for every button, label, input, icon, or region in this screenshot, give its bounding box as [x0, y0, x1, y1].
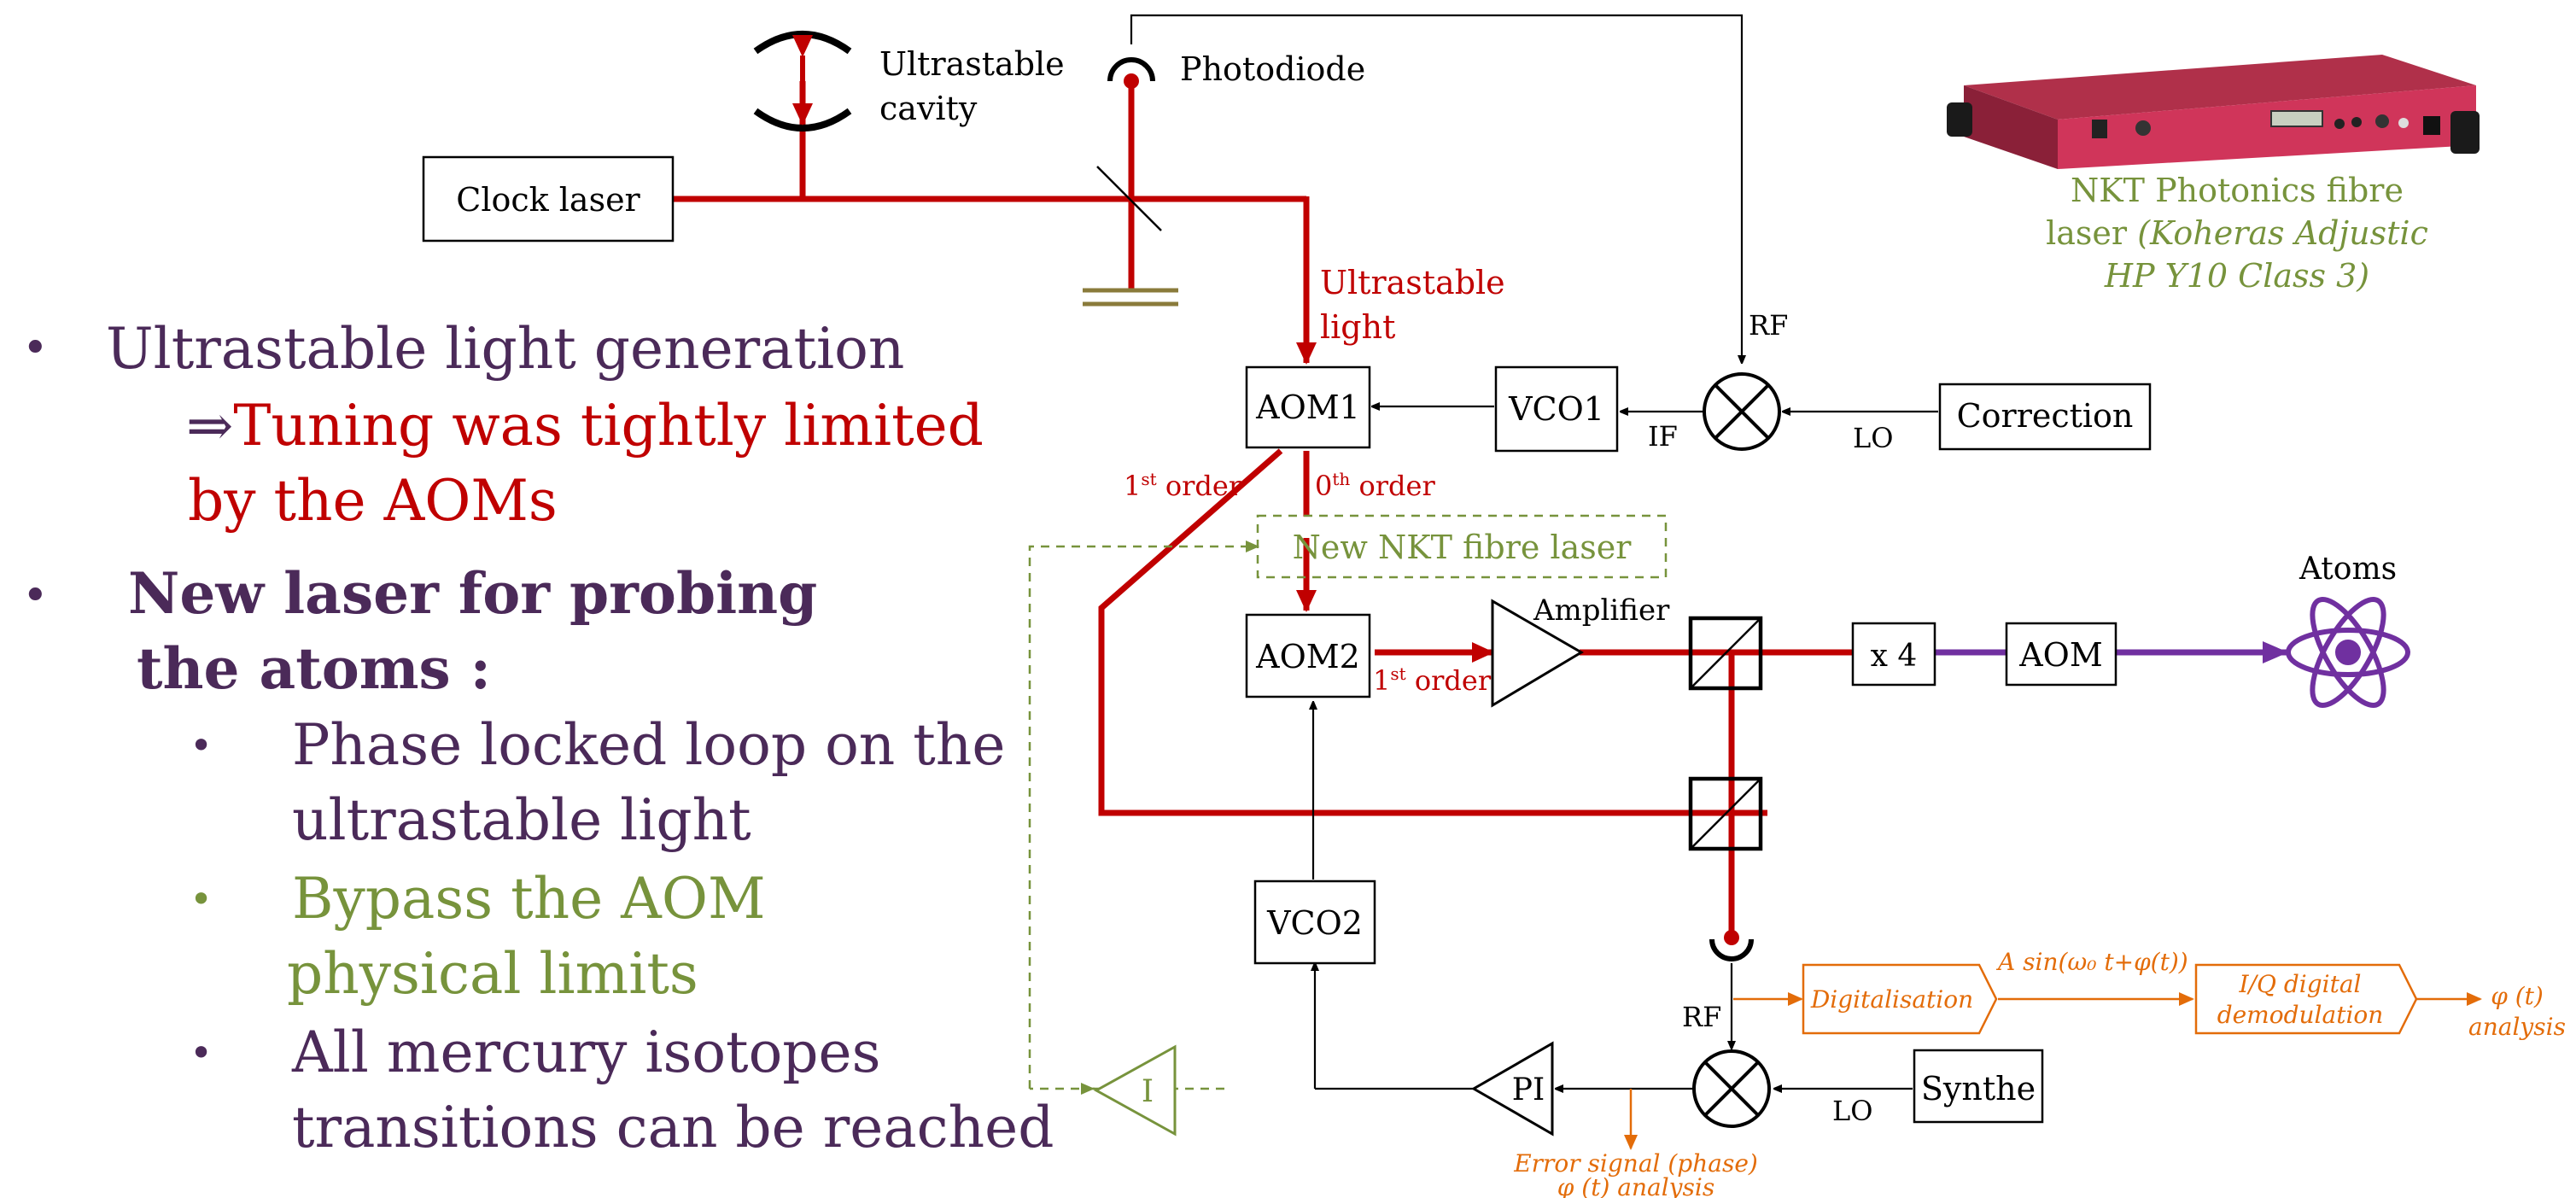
- new-nkt-label: New NKT fibre laser: [1293, 529, 1633, 566]
- bullet-ultrastable-generation: Ultrastable light generation: [106, 316, 905, 382]
- digitalisation-label: Digitalisation: [1810, 985, 1973, 1014]
- iq-label-1: I/Q digital: [2238, 970, 2361, 998]
- clock-laser-label: Clock laser: [456, 181, 640, 219]
- amplifier-icon: [1491, 599, 1584, 708]
- photodiode-label: Photodiode: [1180, 50, 1365, 88]
- subbullet-phase-locked-1: Phase locked loop on the: [292, 712, 1006, 778]
- subbullet-bypass-1: Bypass the AOM: [292, 866, 766, 932]
- phi-analysis-2: analysis: [2468, 1013, 2566, 1041]
- cavity-label-2: cavity: [879, 90, 978, 127]
- new-nkt-laser-box: [1256, 514, 1668, 579]
- clock-laser-box: [422, 155, 675, 243]
- aom2-label: AOM2: [1255, 638, 1360, 675]
- if-label: IF: [1648, 420, 1678, 453]
- subbullet-bypass-2: physical limits: [287, 941, 698, 1007]
- correction-box: [1938, 383, 2152, 451]
- beam-splitter-cube-2: [1688, 776, 1763, 851]
- subbullet-mercury-2: transitions can be reached: [292, 1095, 1054, 1160]
- product-caption-1: NKT Photonics fibre: [2071, 172, 2404, 209]
- aom2-box: [1245, 613, 1371, 698]
- bullet-by-aoms: by the AOMs: [188, 468, 558, 534]
- ultrastable-cavity: [753, 31, 852, 131]
- subbullet-dot-1: •: [190, 722, 213, 768]
- bullet-tuning-limited: ⇒Tuning was tightly limited: [186, 393, 984, 459]
- ultrastable-light-label-1: Ultrastable: [1320, 264, 1505, 301]
- cavity-label-1: Ultrastable: [879, 45, 1065, 83]
- vco1-label: VCO1: [1508, 390, 1604, 428]
- bullet-dot-1: •: [22, 323, 49, 374]
- photodiode-top-icon: [1107, 57, 1155, 89]
- orange-signal-lines: [1624, 992, 2482, 1150]
- mixer-top-icon: [1703, 372, 1781, 451]
- digitalisation-box: [1802, 963, 1998, 1035]
- aom1-box: [1245, 365, 1371, 449]
- aom-box: [2005, 622, 2117, 687]
- lo-top-label: LO: [1853, 422, 1893, 454]
- subbullet-mercury-1: All mercury isotopes: [292, 1020, 881, 1085]
- first-order-b-label: 1st order: [1373, 663, 1492, 697]
- red-beam-paths: [673, 81, 1853, 938]
- x4-label: x 4: [1871, 639, 1918, 674]
- integrator-icon: [1093, 1044, 1177, 1137]
- x4-box: [1851, 622, 1936, 687]
- signal-expression-label: A sin(ω₀ t+φ(t)): [1995, 948, 2188, 976]
- subbullet-phase-locked-2: ultrastable light: [292, 787, 751, 853]
- amplifier-label: Amplifier: [1533, 593, 1670, 628]
- nkt-laser-device-image: [1947, 55, 2480, 169]
- subbullet-dot-2: •: [190, 876, 213, 922]
- iq-label-2: demodulation: [2217, 1001, 2384, 1029]
- pi-label: PI: [1512, 1072, 1545, 1107]
- synthe-label: Synthe: [1921, 1070, 2036, 1107]
- product-caption-3: HP Y10 Class 3): [2104, 257, 2369, 295]
- subbullet-dot-3: •: [190, 1030, 213, 1076]
- pi-triangle-left: [1470, 1041, 1554, 1137]
- atoms-label: Atoms: [2299, 552, 2397, 587]
- beam-splitter-top: [1096, 166, 1162, 231]
- vco2-box: [1253, 880, 1376, 965]
- iq-demodulation-box: [2194, 963, 2418, 1035]
- bullet-dot-2: •: [22, 570, 49, 622]
- beam-splitter-cube-1: [1688, 616, 1763, 691]
- aom1-label: AOM1: [1255, 389, 1360, 426]
- lo-bottom-label: LO: [1832, 1095, 1872, 1127]
- integrator-label: I: [1142, 1074, 1154, 1109]
- correction-label: Correction: [1957, 397, 2134, 435]
- tuning-text-1: Tuning was tightly limited: [233, 393, 984, 459]
- mirror-icon: [1083, 288, 1178, 307]
- rf-top-label: RF: [1749, 309, 1788, 342]
- atom-icon: [2286, 597, 2410, 708]
- implies-arrow: ⇒: [186, 393, 234, 459]
- error-signal-label-1: Error signal (phase): [1513, 1149, 1758, 1178]
- vco2-label: VCO2: [1266, 904, 1363, 942]
- signal-lines: [1130, 14, 1938, 1089]
- error-signal-label-2: φ (t) analysis: [1557, 1173, 1714, 1198]
- synthe-box: [1913, 1049, 2044, 1124]
- rf-bottom-label: RF: [1682, 1001, 1721, 1033]
- first-order-a-label: 1st order: [1124, 469, 1242, 502]
- photodiode-bottom-icon: [1709, 930, 1754, 961]
- zeroth-order-label: 0th order: [1315, 469, 1435, 502]
- vco1-box: [1494, 365, 1619, 453]
- product-caption-2: laser (Koheras Adjustic: [2046, 214, 2428, 252]
- ultrastable-light-label-2: light: [1320, 308, 1395, 346]
- phi-analysis-1: φ (t): [2491, 982, 2544, 1010]
- bullet-new-laser-2: the atoms :: [137, 635, 492, 702]
- aom-label: AOM: [2018, 636, 2103, 674]
- bullet-new-laser-1: New laser for probing: [128, 560, 818, 627]
- mixer-bottom-icon: [1692, 1049, 1771, 1128]
